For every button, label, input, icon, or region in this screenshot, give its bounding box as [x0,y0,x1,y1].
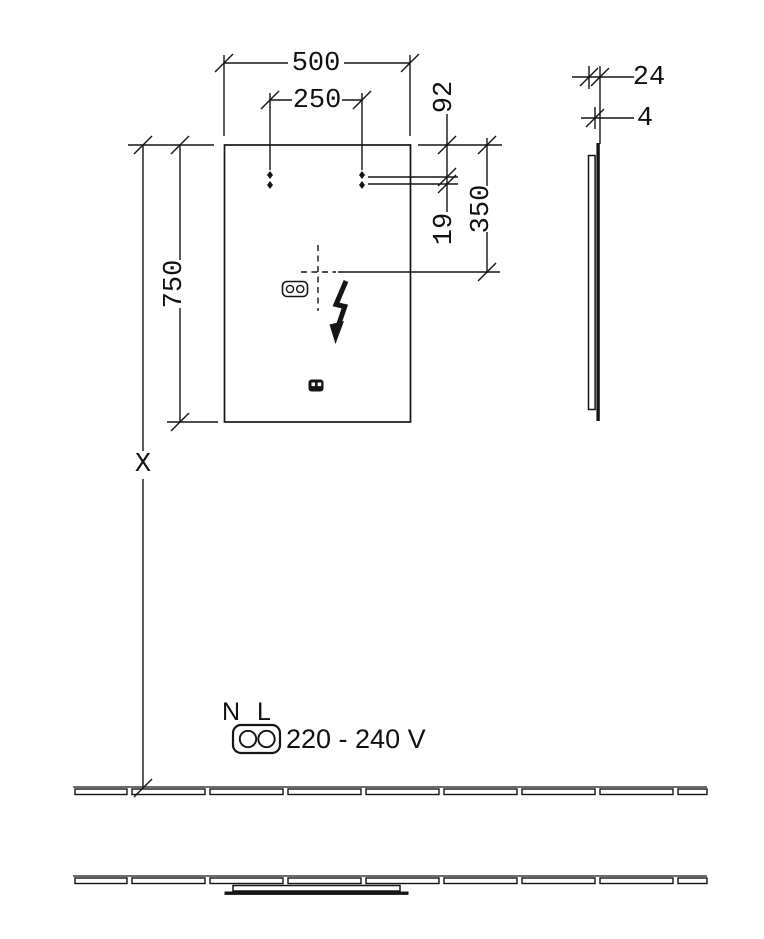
dim-label-width: 500 [292,49,341,79]
side-view [572,66,634,421]
mounting-point-icon [267,171,365,189]
front-view [128,53,502,798]
label-live: L [257,698,271,726]
side-profile-glass [596,143,600,421]
socket-icon [281,280,309,298]
dim-depth [572,66,634,144]
side-profile-housing [587,154,596,411]
dim-label-depth: 24 [633,63,665,93]
floor-line [72,786,708,796]
power-spec [231,723,282,755]
dim-label-hole-spacing: 250 [293,86,342,116]
dim-label-glass-thickness: 4 [637,104,653,134]
dim-install-height [133,135,153,798]
plan-view [72,875,708,895]
dim-label-top-offset: 92 [430,81,460,113]
wall-section [72,875,708,885]
power-connection [281,245,500,392]
dim-top-offset [418,135,502,155]
dim-label-hook-gap: 19 [430,213,460,245]
switch-icon [308,379,324,392]
label-neutral: N [222,698,240,726]
lightning-bolt-icon [329,280,349,344]
dim-connection-drop [477,138,497,282]
plan-housing [232,884,401,892]
plan-glass [224,891,409,895]
dim-overall-width [214,53,420,136]
dim-label-install-height: X [135,450,151,480]
socket-icon-large [231,723,282,755]
dim-label-height: 750 [160,260,190,309]
dim-overall-height [128,135,218,432]
dim-hook-gap [368,114,458,212]
dim-hole-spacing [260,90,372,170]
mirror-outline [223,144,412,423]
dim-glass-thickness [581,107,634,129]
label-voltage: 220 - 240 V [286,724,426,754]
dim-label-connection-drop: 350 [467,185,497,234]
